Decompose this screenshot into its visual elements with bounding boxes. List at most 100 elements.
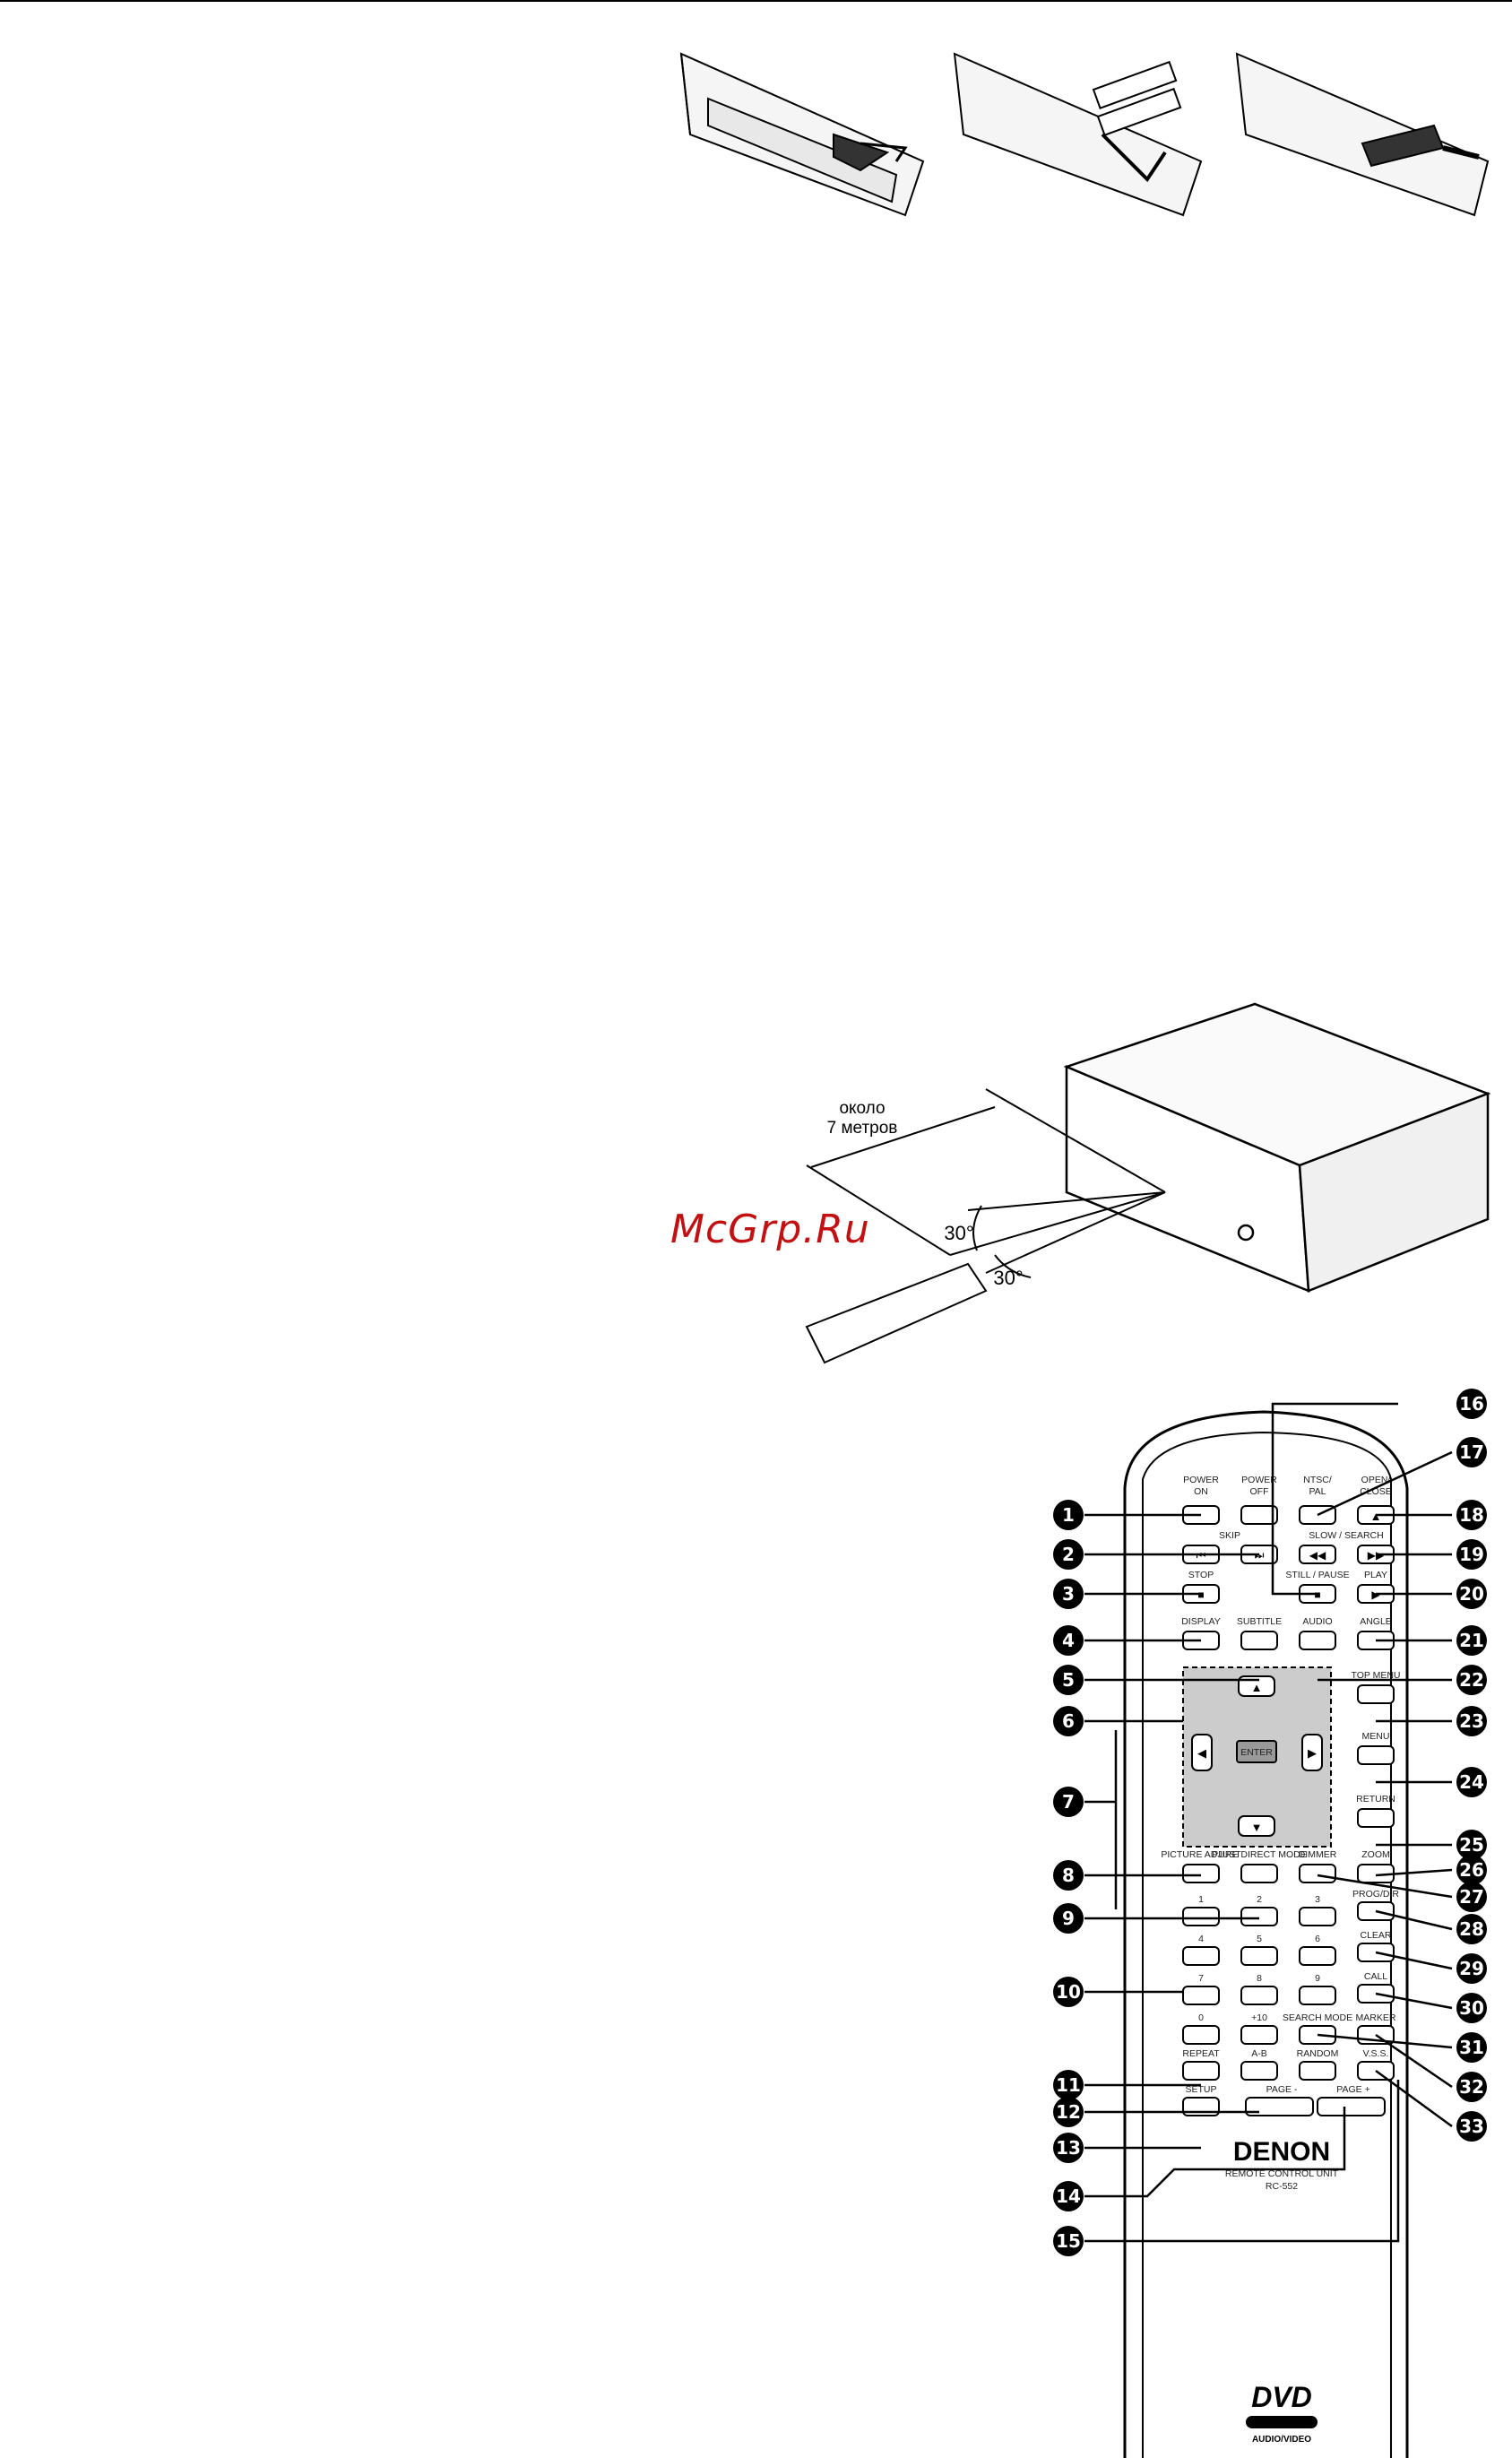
callout-27: 27 xyxy=(1456,1882,1487,1912)
battery-step-2-illustration xyxy=(953,52,1203,217)
page-minus-button[interactable] xyxy=(1245,2097,1314,2116)
label-enter: ENTER xyxy=(1240,1747,1273,1758)
menu-button[interactable] xyxy=(1357,1745,1395,1765)
label-open-2: CLOSE xyxy=(1360,1486,1392,1497)
label-audio: AUDIO xyxy=(1302,1616,1332,1627)
right-button[interactable] xyxy=(1301,1734,1323,1771)
callout-16: 16 xyxy=(1456,1389,1487,1419)
digit-label-3: 3 xyxy=(1315,1894,1320,1905)
callout-10: 10 xyxy=(1053,1977,1084,2007)
audio-button[interactable] xyxy=(1299,1631,1336,1650)
digit-button-2[interactable] xyxy=(1240,1907,1278,1926)
digit-button-0[interactable] xyxy=(1182,2025,1220,2045)
up-button[interactable] xyxy=(1238,1675,1275,1697)
search-back-button[interactable] xyxy=(1299,1545,1336,1564)
label-play: PLAY xyxy=(1364,1570,1387,1580)
callout-15: 15 xyxy=(1053,2226,1084,2256)
digit-label-4: 4 xyxy=(1198,1934,1204,1944)
digit-button-3[interactable] xyxy=(1299,1907,1336,1926)
svg-text:16: 16 xyxy=(1459,1393,1484,1415)
label-ntsc-2: PAL xyxy=(1309,1486,1326,1497)
digit-label-2: 2 xyxy=(1257,1894,1262,1905)
label-power-on: POWER xyxy=(1183,1475,1219,1485)
digit-label-9: 9 xyxy=(1315,1973,1320,1984)
label-picture-adjust: PICTURE ADJUST xyxy=(1161,1849,1241,1860)
svg-text:10: 10 xyxy=(1056,1981,1081,2003)
right-callouts: 16 17 18 19 20 21 22 23 24 25 26 27 28 2… xyxy=(1456,1389,1487,2142)
enter-button[interactable] xyxy=(1236,1740,1277,1763)
label-clear: CLEAR xyxy=(1360,1930,1391,1941)
digit-button-7[interactable] xyxy=(1182,1986,1220,2005)
callout-8: 8 xyxy=(1053,1860,1084,1891)
svg-text:33: 33 xyxy=(1459,2116,1484,2137)
svg-text:4: 4 xyxy=(1062,1630,1075,1651)
power-off-button[interactable] xyxy=(1240,1505,1278,1525)
label-zoom: ZOOM xyxy=(1361,1849,1390,1860)
svg-text:12: 12 xyxy=(1056,2101,1081,2123)
unit-name-line2: RC-552 xyxy=(1266,2181,1298,2192)
label-call: CALL xyxy=(1364,1971,1387,1982)
a-b-button[interactable] xyxy=(1240,2061,1278,2081)
label-random: RANDOM xyxy=(1297,2048,1339,2059)
battery-step-3-illustration xyxy=(1235,52,1490,217)
label-prog-dir: PROG/DIR xyxy=(1352,1889,1399,1900)
svg-text:17: 17 xyxy=(1459,1441,1484,1463)
label-subtitle: SUBTITLE xyxy=(1237,1616,1282,1627)
callout-5: 5 xyxy=(1053,1665,1084,1695)
pure-direct-button[interactable] xyxy=(1240,1864,1278,1883)
label-setup: SETUP xyxy=(1185,2084,1216,2095)
eject-icon: ▲ xyxy=(1370,1510,1382,1523)
digit-button-9[interactable] xyxy=(1299,1986,1336,2005)
callout-31: 31 xyxy=(1456,2032,1487,2063)
svg-text:5: 5 xyxy=(1062,1669,1075,1691)
return-button[interactable] xyxy=(1357,1808,1395,1828)
svg-text:11: 11 xyxy=(1056,2074,1081,2096)
digit-button-6[interactable] xyxy=(1299,1946,1336,1966)
label-power-on-2: ON xyxy=(1194,1486,1208,1497)
digit-label-0: 0 xyxy=(1198,2012,1204,2023)
repeat-button[interactable] xyxy=(1182,2061,1220,2081)
subtitle-button[interactable] xyxy=(1240,1631,1278,1650)
digit-button-8[interactable] xyxy=(1240,1986,1278,2005)
battery-step-1-illustration xyxy=(679,52,925,217)
label-search-mode: SEARCH MODE xyxy=(1283,2012,1352,2023)
callout-24: 24 xyxy=(1456,1767,1487,1797)
left-button[interactable] xyxy=(1191,1734,1213,1771)
dvd-logo: DVD xyxy=(1251,2381,1312,2413)
angle-label-lower: 30° xyxy=(993,1267,1023,1289)
top-menu-button[interactable] xyxy=(1357,1684,1395,1704)
label-dimmer: DIMMER xyxy=(1299,1849,1337,1860)
left-callouts: 1 2 3 4 5 6 7 8 9 10 11 12 13 14 15 xyxy=(1053,1500,1084,2256)
angle-label-upper: 30° xyxy=(944,1222,973,1244)
distance-label-line2: 7 метров xyxy=(827,1119,898,1138)
random-button[interactable] xyxy=(1299,2061,1336,2081)
row-repeat: REPEAT A-B RANDOM V.S.S. xyxy=(1182,2048,1395,2081)
svg-text:6: 6 xyxy=(1062,1710,1075,1732)
picture-adjust-button[interactable] xyxy=(1182,1864,1220,1883)
dimmer-button[interactable] xyxy=(1299,1864,1336,1883)
svg-text:31: 31 xyxy=(1459,2037,1484,2058)
callout-23: 23 xyxy=(1456,1706,1487,1736)
page-plus-button[interactable] xyxy=(1317,2097,1386,2116)
remote-small-illustration xyxy=(805,1262,988,1364)
digit-button-5[interactable] xyxy=(1240,1946,1278,1966)
digit-button-1[interactable] xyxy=(1182,1907,1220,1926)
svg-text:3: 3 xyxy=(1062,1583,1075,1605)
svg-text:1: 1 xyxy=(1062,1504,1075,1526)
digit-label-8: 8 xyxy=(1257,1973,1262,1984)
digit-button-4[interactable] xyxy=(1182,1946,1220,1966)
row-picture: PICTURE ADJUST PURE DIRECT MODE DIMMER Z… xyxy=(1161,1849,1395,1883)
right-arrow-icon: ▶ xyxy=(1308,1746,1317,1760)
digit-button-plus10[interactable] xyxy=(1240,2025,1278,2045)
svg-text:19: 19 xyxy=(1459,1544,1484,1565)
label-vss: V.S.S. xyxy=(1363,2048,1389,2059)
up-arrow-icon: ▲ xyxy=(1251,1681,1263,1694)
callout-9: 9 xyxy=(1053,1903,1084,1934)
watermark-text: McGrp.Ru xyxy=(670,1207,870,1252)
down-button[interactable] xyxy=(1238,1815,1275,1837)
dvd-logo-band xyxy=(1246,2416,1318,2428)
label-ntsc: NTSC/ xyxy=(1303,1475,1332,1485)
label-stop: STOP xyxy=(1188,1570,1214,1580)
